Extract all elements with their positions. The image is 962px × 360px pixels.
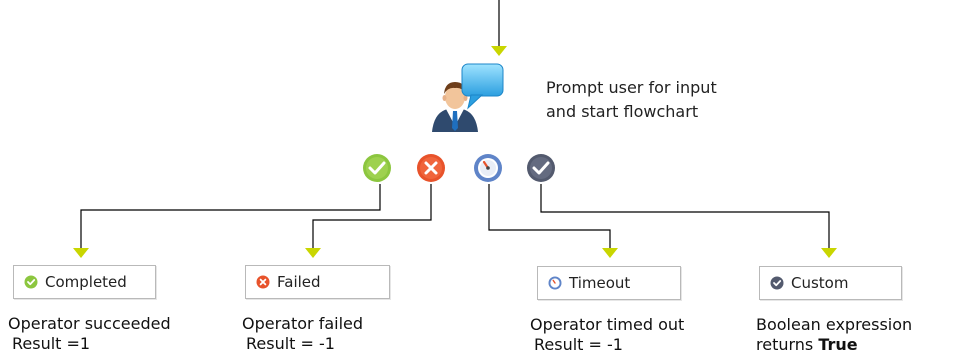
custom-node[interactable]: Custom: [759, 266, 902, 300]
timeout-desc-line-1: Operator timed out: [530, 315, 685, 334]
timeout-arrowhead: [602, 248, 618, 258]
timeout-description: Operator timed out Result = -1: [530, 315, 684, 355]
incoming-arrowhead: [491, 46, 507, 56]
completed-arrowhead: [73, 248, 89, 258]
completed-connector: [80, 184, 381, 248]
timeout-connector: [488, 184, 611, 248]
failed-connector: [312, 184, 432, 248]
failed-status-icon: [417, 154, 445, 182]
speech-bubble-icon: [461, 63, 504, 110]
completed-description: Operator succeeded Result =1: [8, 314, 171, 354]
custom-description: Boolean expression returns True: [756, 315, 912, 355]
completed-desc-line-1: Operator succeeded: [8, 314, 171, 333]
completed-node[interactable]: Completed: [13, 265, 156, 299]
person-icon: [432, 82, 478, 132]
custom-label: Custom: [791, 274, 849, 292]
prompt-line-1: Prompt user for input: [546, 78, 717, 97]
timeout-label: Timeout: [569, 274, 631, 292]
prompt-line-2: and start flowchart: [546, 102, 699, 121]
failed-desc-line-1: Operator failed: [242, 314, 364, 333]
custom-arrowhead: [821, 248, 837, 258]
x-icon: [256, 275, 270, 289]
failed-node[interactable]: Failed: [245, 265, 390, 299]
timeout-node[interactable]: Timeout: [537, 266, 681, 300]
check-icon: [24, 275, 38, 289]
custom-status-icon: [527, 154, 555, 182]
custom-desc-line-1: Boolean expression: [756, 315, 913, 334]
timeout-desc-line-2: Result = -1: [534, 335, 623, 354]
failed-arrowhead: [305, 248, 321, 258]
custom-desc-prefix: returns: [756, 335, 819, 354]
custom-connector: [540, 184, 830, 248]
clock-icon: [548, 276, 562, 290]
custom-desc-bold: True: [818, 335, 858, 354]
prompt-description: Prompt user for input and start flowchar…: [546, 76, 717, 124]
custom-desc-line-2: returns True: [756, 335, 912, 355]
failed-description: Operator failed Result = -1: [242, 314, 363, 354]
completed-label: Completed: [45, 273, 127, 291]
failed-desc-line-2: Result = -1: [246, 334, 335, 353]
check-icon: [770, 276, 784, 290]
failed-label: Failed: [277, 273, 321, 291]
completed-desc-line-2: Result =1: [12, 334, 91, 353]
completed-status-icon: [363, 154, 391, 182]
timeout-status-icon: [474, 154, 502, 182]
